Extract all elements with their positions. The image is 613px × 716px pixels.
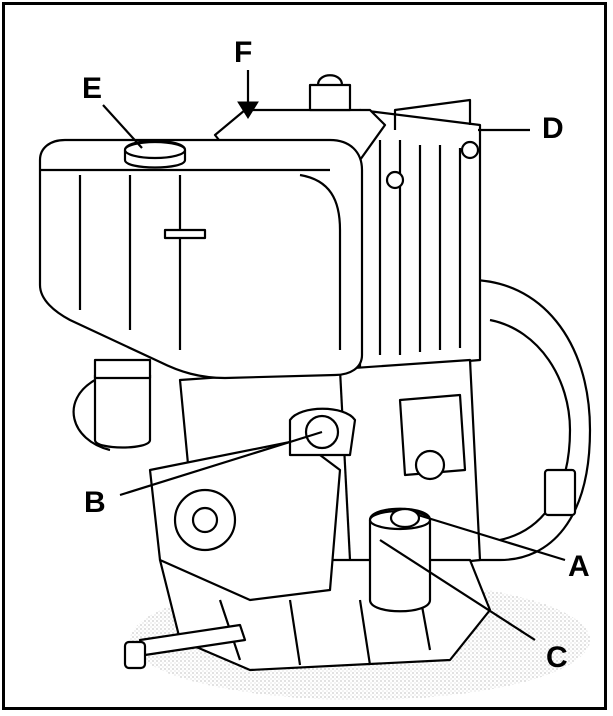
leader-line-c — [379, 539, 536, 641]
fuel-tank — [38, 138, 364, 380]
arrow-head-f — [237, 101, 259, 119]
fuel-filter — [93, 373, 152, 449]
label-f: F — [234, 36, 253, 69]
leader-line-b — [119, 430, 323, 497]
flywheel-housing — [468, 278, 592, 562]
leader-line-a — [417, 513, 566, 562]
label-a: A — [568, 550, 590, 583]
label-d: D — [542, 112, 564, 145]
oil-filter — [368, 507, 432, 613]
leader-line-e — [102, 104, 143, 149]
label-c: C — [546, 641, 568, 674]
label-e: E — [82, 72, 103, 105]
label-b: B — [84, 486, 106, 519]
